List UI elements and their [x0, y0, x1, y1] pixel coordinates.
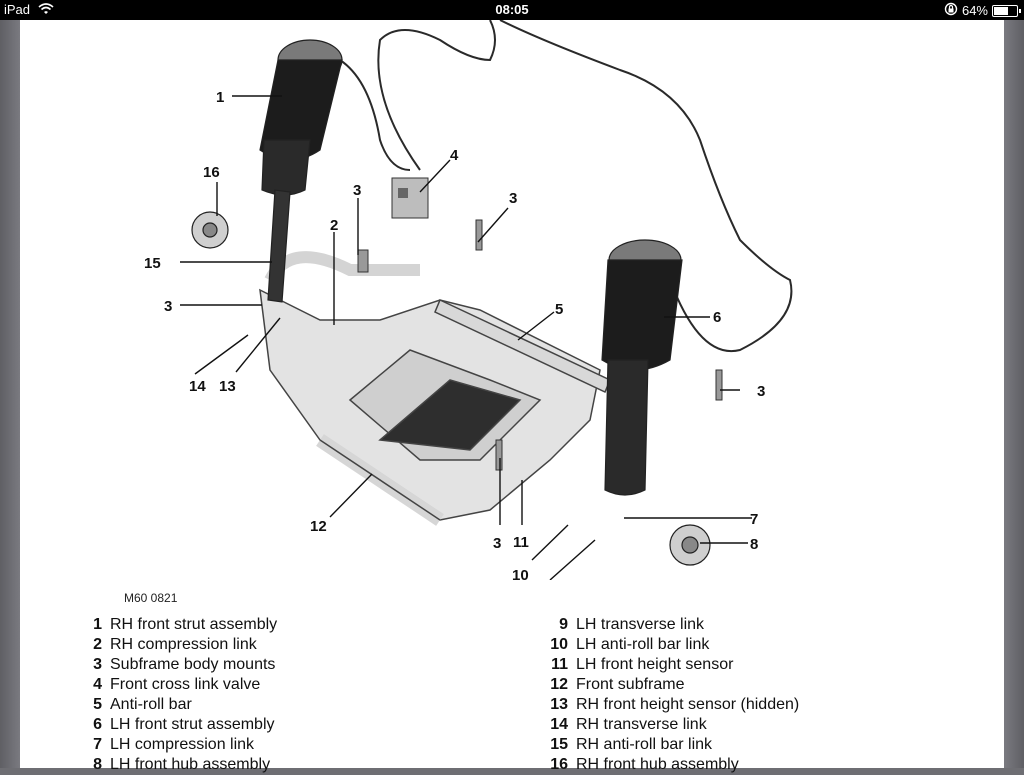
legend-label: RH front hub assembly: [576, 756, 739, 773]
callout-15: 15: [144, 255, 161, 272]
callout-leaders: [180, 95, 752, 580]
legend-label: LH transverse link: [576, 616, 705, 633]
legend-number: 15: [550, 736, 568, 753]
status-right: 64%: [944, 2, 1021, 19]
legend-item: 4 Front cross link valve: [82, 675, 277, 695]
callout-3e: 3: [493, 535, 501, 552]
rotation-lock-icon: [944, 2, 958, 19]
callout-13: 13: [219, 378, 236, 395]
callout-12: 12: [310, 518, 327, 535]
legend-item: 15 RH anti-roll bar link: [542, 735, 799, 755]
callout-4: 4: [450, 147, 459, 164]
legend-number: 13: [550, 696, 568, 713]
wiring-harness: [339, 20, 793, 353]
legend-number: 3: [93, 656, 102, 673]
legend-left: 1 RH front strut assembly 2 RH compression…: [82, 615, 277, 775]
legend-item: 12 Front subframe: [542, 675, 799, 695]
rh-strut-assembly: [191, 39, 343, 303]
legend-item: 3 Subframe body mounts: [82, 655, 277, 675]
callout-6: 6: [713, 309, 721, 326]
legend-item: 10 LH anti-roll bar link: [542, 635, 799, 655]
figure-reference: M60 0821: [124, 591, 178, 605]
legend-label: RH compression link: [110, 636, 257, 653]
callout-1: 1: [216, 89, 224, 106]
legend-label: RH anti-roll bar link: [576, 736, 713, 753]
legend-item: 14 RH transverse link: [542, 715, 799, 735]
legend-number: 6: [93, 716, 102, 733]
suspension-diagram: 1 2 3 3 3 3 3 4 5 6 7 8 9 10 11 12 13 14…: [144, 20, 793, 580]
legend-item: 7 LH compression link: [82, 735, 277, 755]
battery-icon: [992, 4, 1021, 17]
legend-item: 1 RH front strut assembly: [82, 615, 277, 635]
legend-number: 11: [551, 656, 568, 673]
legend-number: 4: [93, 676, 102, 693]
legend-label: LH front hub assembly: [110, 756, 271, 773]
legend-label: Front cross link valve: [110, 676, 261, 693]
callout-14: 14: [189, 378, 206, 395]
callout-3a: 3: [353, 182, 361, 199]
callout-3c: 3: [164, 298, 172, 315]
legend-label: LH compression link: [110, 736, 255, 753]
callout-16: 16: [203, 164, 220, 181]
callout-11: 11: [513, 534, 529, 551]
legend-label: Anti-roll bar: [110, 696, 192, 713]
legend-item: 16 RH front hub assembly: [542, 755, 799, 775]
clock: 08:05: [495, 2, 529, 17]
legend-item: 6 LH front strut assembly: [82, 715, 277, 735]
legend-number: 10: [550, 636, 568, 653]
callout-3b: 3: [509, 190, 517, 207]
legend-number: 2: [93, 636, 102, 653]
legend-item: 13 RH front height sensor (hidden): [542, 695, 799, 715]
battery-percent: 64%: [961, 3, 988, 18]
subframe-mounts: [357, 219, 723, 471]
legend-label: LH front strut assembly: [110, 716, 275, 733]
lh-strut-assembly: [601, 239, 711, 566]
legend-item: 5 Anti-roll bar: [82, 695, 277, 715]
callout-numbers: 1 2 3 3 3 3 3 4 5 6 7 8 9 10 11 12 13 14…: [144, 89, 765, 580]
legend-number: 16: [550, 756, 568, 773]
legend-label: RH front height sensor (hidden): [576, 696, 800, 713]
legend-item: 2 RH compression link: [82, 635, 277, 655]
legend-label: RH transverse link: [576, 716, 707, 733]
callout-8: 8: [750, 536, 758, 553]
legend-item: 8 LH front hub assembly: [82, 755, 277, 775]
legend-number: 7: [93, 736, 102, 753]
legend-label: LH anti-roll bar link: [576, 636, 710, 653]
legend-item: 11 LH front height sensor: [542, 655, 799, 675]
legend-number: 1: [93, 616, 102, 633]
callout-2: 2: [330, 217, 338, 234]
callout-7: 7: [750, 511, 758, 528]
right-margin: [1004, 20, 1024, 768]
status-bar: iPad 08:05 64%: [0, 0, 1024, 20]
front-subframe: [259, 251, 611, 526]
device-name: iPad: [4, 2, 31, 17]
legend-label: RH front strut assembly: [110, 616, 278, 633]
wifi-icon: [38, 3, 54, 18]
callout-3d: 3: [757, 383, 765, 400]
legend-number: 14: [550, 716, 568, 733]
cross-link-valve: [391, 177, 429, 219]
left-margin: [0, 20, 20, 768]
legend-number: 12: [550, 676, 568, 693]
callout-10: 10: [512, 567, 529, 580]
legend-number: 8: [93, 756, 102, 773]
legend-number: 9: [559, 616, 568, 633]
legend-label: Subframe body mounts: [110, 656, 276, 673]
legend-label: Front subframe: [576, 676, 685, 693]
legend-label: LH front height sensor: [576, 656, 734, 673]
legend-right: 9 LH transverse link 10 LH anti-roll bar l…: [542, 615, 799, 775]
callout-5: 5: [555, 301, 563, 318]
legend-item: 9 LH transverse link: [542, 615, 799, 635]
document-page[interactable]: 1 2 3 3 3 3 3 4 5 6 7 8 9 10 11 12 13 14…: [20, 20, 1004, 773]
legend-number: 5: [93, 696, 102, 713]
